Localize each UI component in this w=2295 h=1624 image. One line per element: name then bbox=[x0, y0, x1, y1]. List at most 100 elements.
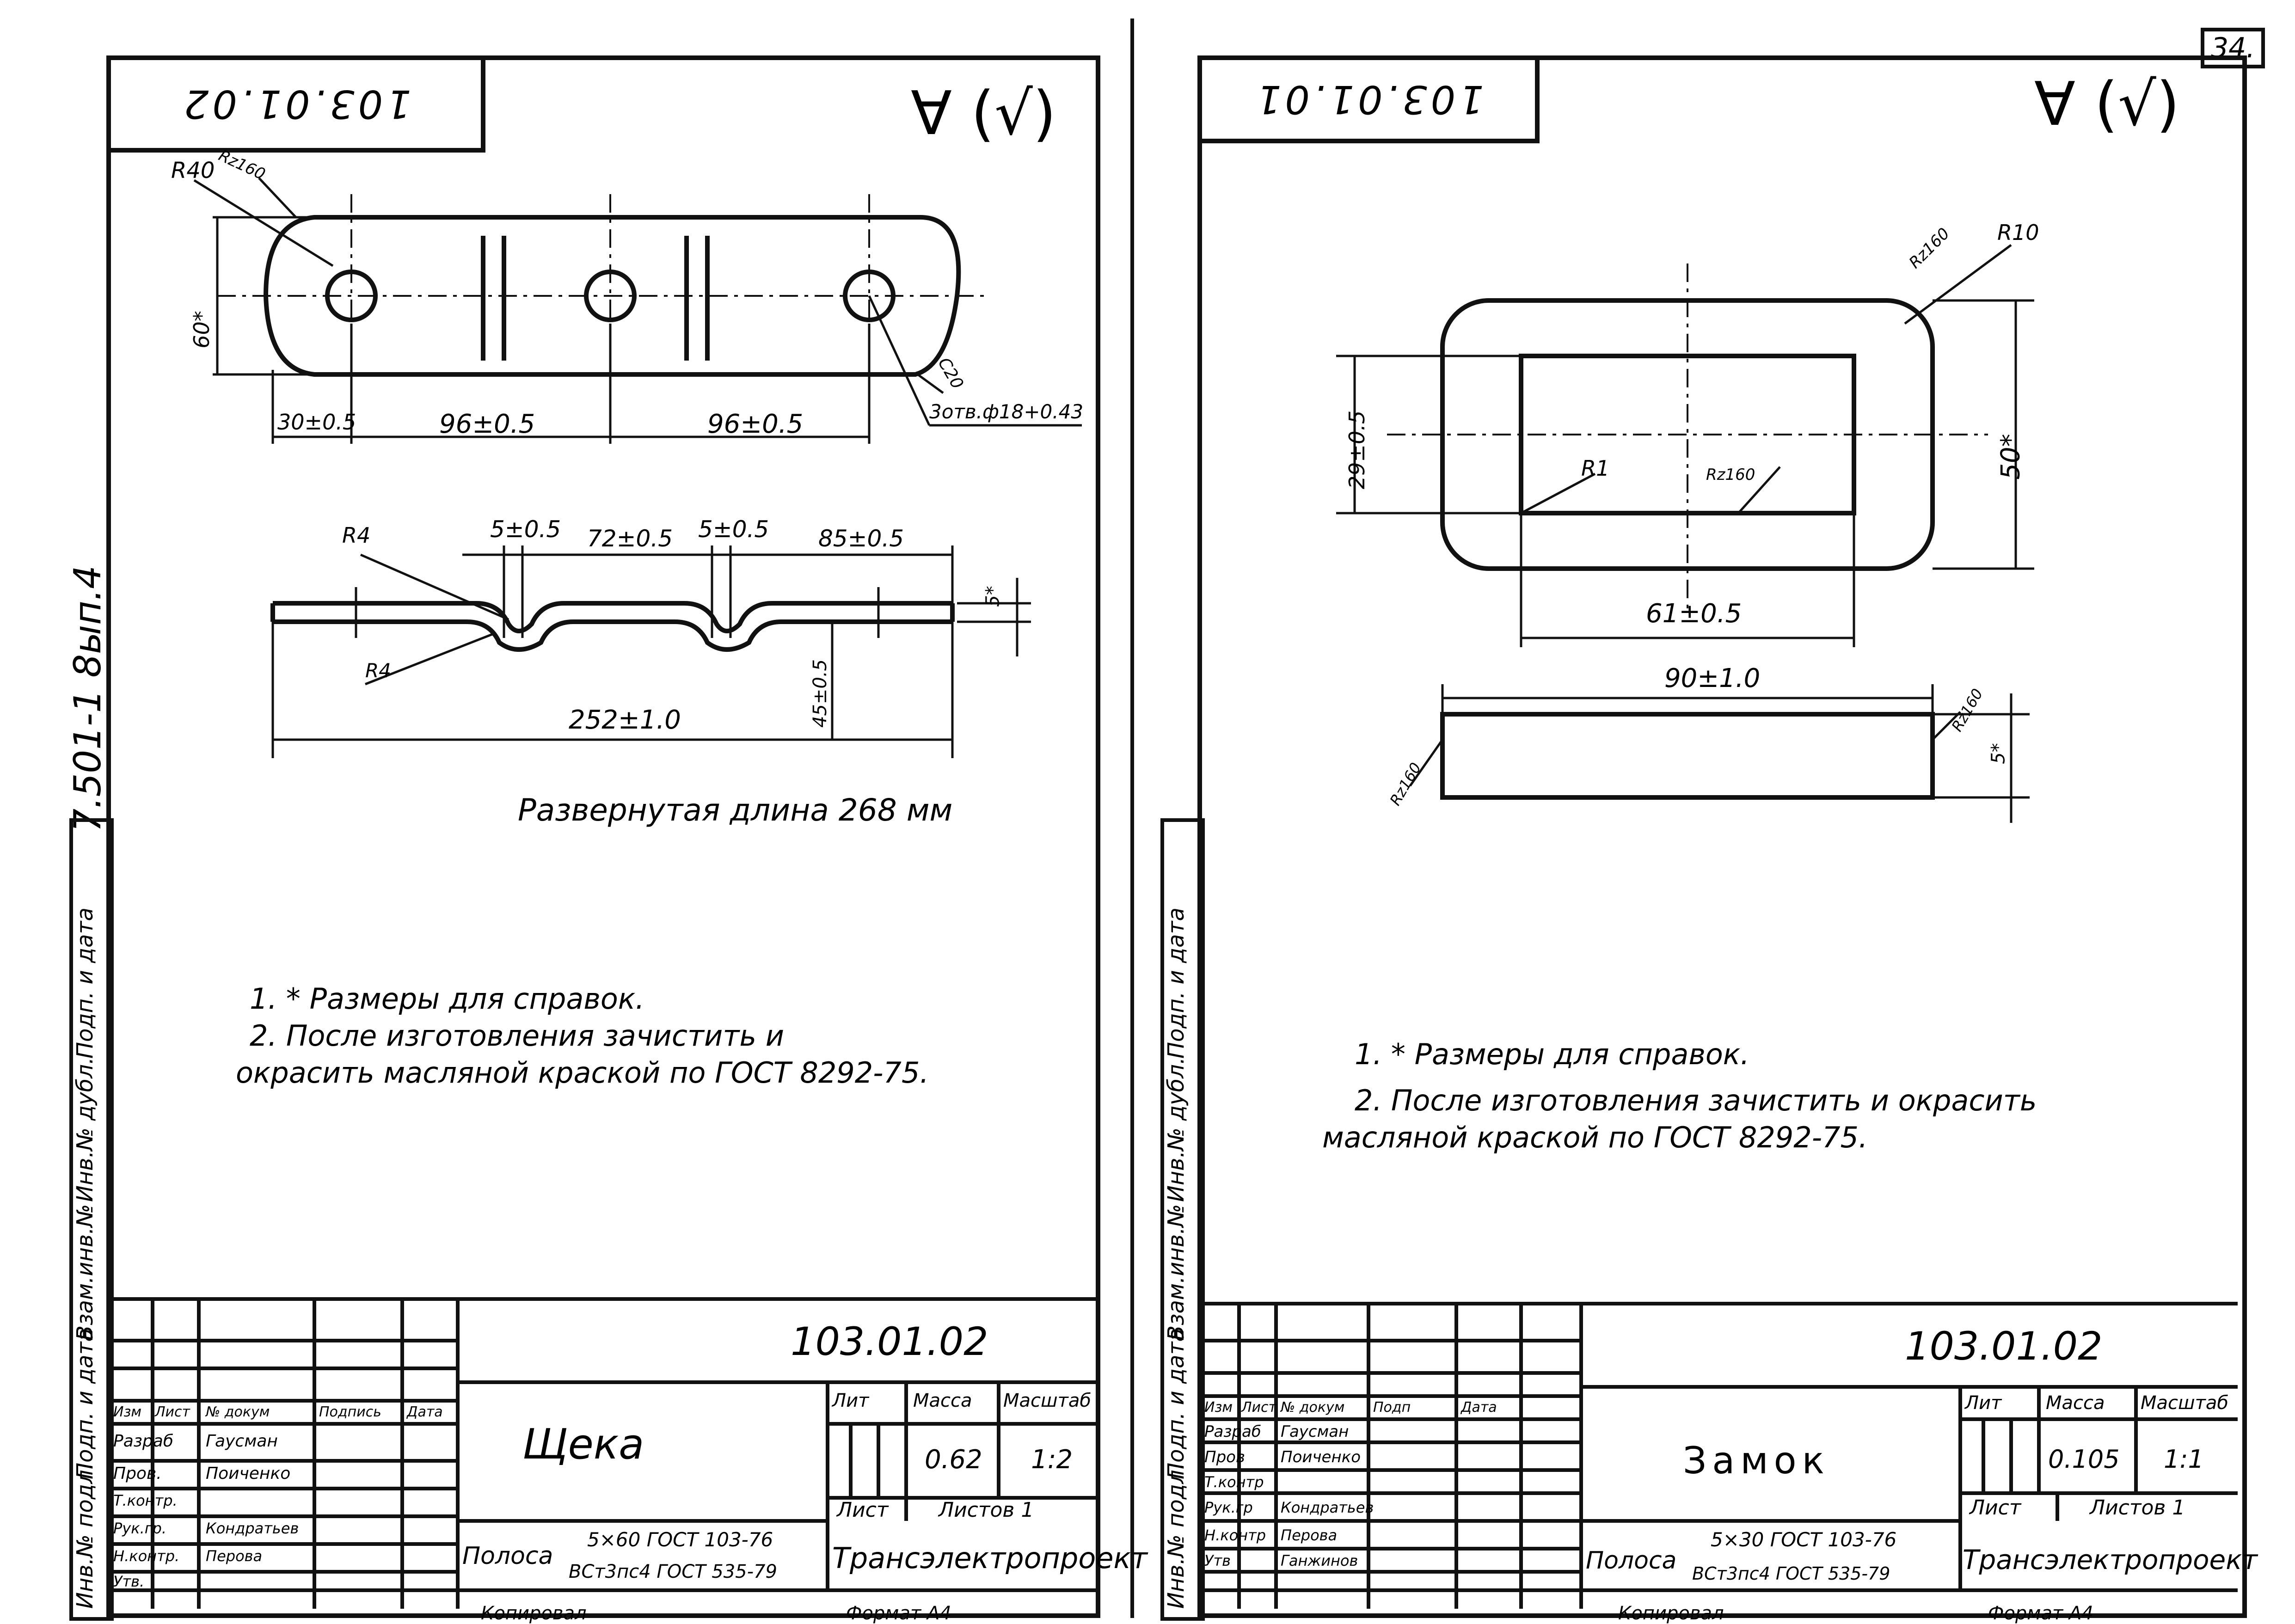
left-dim-96a: 96±0.5 bbox=[439, 409, 535, 439]
right-stamp-format: Формат А4 bbox=[1988, 1603, 2093, 1624]
side-cell-4: Подп. и дата bbox=[72, 1328, 98, 1479]
right-dim-61: 61±0.5 bbox=[1646, 599, 1742, 629]
left-code-flipped: 103.01.02 bbox=[180, 81, 411, 127]
side-cell-r5: Инв.№ подл. bbox=[1163, 1463, 1189, 1609]
left-dim-r4b: R4 bbox=[365, 659, 391, 682]
right-stamp-h-izm: Изм bbox=[1204, 1399, 1233, 1416]
right-dim-5: 5* bbox=[1988, 743, 2009, 764]
side-label: 7.501-1 8ып.4 bbox=[66, 565, 109, 832]
right-stamp-row-1-name: Гаусман bbox=[1281, 1422, 1349, 1441]
left-dim-r4a: R4 bbox=[342, 523, 371, 548]
left-dim-30: 30±0.5 bbox=[277, 410, 356, 435]
right-roughness: ∀ (√) bbox=[2034, 69, 2180, 139]
left-stamp-row-2-role: Пров. bbox=[113, 1464, 162, 1483]
left-stamp-mass: 0.62 bbox=[925, 1445, 982, 1475]
left-stamp-copied: Копировал bbox=[481, 1603, 587, 1624]
left-stamp-sheet: Лист bbox=[837, 1498, 889, 1522]
right-stamp-copied: Копировал bbox=[1618, 1603, 1724, 1624]
right-stamp-row-1-role: Разраб bbox=[1204, 1422, 1261, 1441]
left-stamp-row-5-name: Перова bbox=[206, 1547, 263, 1565]
side-cell-r4: Подп. и дата bbox=[1163, 1328, 1189, 1479]
left-stamp-designation: 103.01.02 bbox=[791, 1319, 988, 1364]
right-dim-50: 50* bbox=[1995, 434, 2026, 480]
right-stamp-scale-header: Масштаб bbox=[2141, 1392, 2229, 1414]
left-stamp-material-label: Полоса bbox=[462, 1542, 553, 1570]
left-stamp-material-top: 5×60 ГОСТ 103-76 bbox=[587, 1528, 773, 1551]
right-dim-rz160b: Rz160 bbox=[1706, 466, 1755, 484]
right-stamp-row-6-role: Утв bbox=[1204, 1552, 1231, 1569]
right-stamp-company: Трансэлектропроект bbox=[1963, 1544, 2258, 1575]
right-note-3: масляной краской по ГОСТ 8292-75. bbox=[1322, 1121, 1868, 1154]
side-cell-r3: Взам.инв.№ bbox=[1163, 1204, 1189, 1341]
right-stamp-row-4-name: Кондратьев bbox=[1281, 1499, 1374, 1516]
left-dim-5b: 5±0.5 bbox=[698, 516, 769, 543]
right-stamp-name: Замок bbox=[1683, 1439, 1830, 1482]
right-dim-29: 29±0.5 bbox=[1344, 410, 1370, 490]
left-stamp-h-sign: Подпись bbox=[319, 1404, 381, 1420]
left-stamp-h-date: Дата bbox=[407, 1404, 443, 1420]
side-cell-r1: Подп. и дата bbox=[1163, 907, 1189, 1059]
center-divider bbox=[1130, 18, 1134, 1618]
left-stamp-h-doc: № докум bbox=[206, 1404, 270, 1420]
left-stamp-mass-header: Масса bbox=[913, 1390, 972, 1411]
left-dim-r40: R40 bbox=[171, 158, 215, 184]
left-dim-252: 252±1.0 bbox=[569, 705, 681, 735]
right-dim-r1: R1 bbox=[1581, 456, 1610, 481]
right-stamp-row-6-name: Ганжинов bbox=[1281, 1552, 1358, 1569]
left-sheet bbox=[106, 55, 1100, 1618]
right-stamp-material-label: Полоса bbox=[1586, 1547, 1677, 1575]
left-stamp-material-bottom: ВСт3пс4 ГОСТ 535-79 bbox=[569, 1561, 777, 1582]
right-stamp-mass: 0.105 bbox=[2048, 1445, 2120, 1474]
right-stamp-sheets: Листов 1 bbox=[2090, 1496, 2185, 1520]
right-dim-90: 90±1.0 bbox=[1664, 663, 1761, 693]
right-note-2: 2. После изготовления зачистить и окраси… bbox=[1355, 1084, 2037, 1117]
side-cell-5: Инв.№ подл. bbox=[72, 1463, 98, 1609]
left-stamp-row-4-role: Рук.гр. bbox=[113, 1520, 167, 1537]
left-stamp-name: Щека bbox=[522, 1420, 644, 1469]
left-dim-hole: 3отв.ф18+0.43 bbox=[929, 400, 1084, 423]
right-stamp-material-bottom: ВСт3пс4 ГОСТ 535-79 bbox=[1692, 1563, 1890, 1584]
left-dim-85: 85±0.5 bbox=[818, 525, 904, 552]
left-note-1: 1. * Размеры для справок. bbox=[250, 982, 644, 1016]
side-cell-3: Взам.инв.№ bbox=[72, 1204, 98, 1341]
left-unfolded-length: Развернутая длина 268 мм bbox=[518, 792, 953, 828]
left-stamp-h-list: Лист bbox=[155, 1404, 190, 1420]
left-stamp-row-5-role: Н.контр. bbox=[113, 1547, 180, 1565]
right-stamp-material-top: 5×30 ГОСТ 103-76 bbox=[1711, 1528, 1897, 1551]
left-code-box: 103.01.02 bbox=[111, 60, 485, 153]
right-stamp-row-4-role: Рук.гр bbox=[1204, 1499, 1253, 1516]
right-stamp-scale: 1:1 bbox=[2164, 1445, 2204, 1474]
left-dim-72: 72±0.5 bbox=[587, 525, 673, 552]
right-stamp-row-5-role: Н.контр bbox=[1204, 1526, 1266, 1544]
left-stamp-row-6-role: Утв. bbox=[113, 1573, 145, 1590]
left-note-2: 2. После изготовления зачистить и bbox=[250, 1019, 784, 1053]
right-stamp-row-3-role: Т.контр bbox=[1204, 1473, 1264, 1491]
left-dim-96b: 96±0.5 bbox=[707, 409, 804, 439]
left-stamp-row-3-role: Т.контр. bbox=[113, 1492, 178, 1509]
right-stamp-h-sign: Подп bbox=[1373, 1399, 1411, 1416]
left-stamp-row-4-name: Кондратьев bbox=[206, 1520, 299, 1537]
right-stamp-row-2-role: Пров bbox=[1204, 1448, 1245, 1466]
left-note-3: окрасить масляной краской по ГОСТ 8292-7… bbox=[236, 1056, 929, 1090]
right-dim-r10: R10 bbox=[1997, 220, 2039, 245]
left-dim-5v: 5* bbox=[982, 586, 1004, 607]
right-code-flipped: 103.01.01 bbox=[1253, 77, 1484, 122]
right-stamp-row-5-name: Перова bbox=[1281, 1526, 1338, 1544]
right-sheet bbox=[1197, 55, 2247, 1618]
left-roughness: ∀ (√) bbox=[911, 78, 1056, 148]
left-dim-60: 60* bbox=[189, 311, 214, 349]
right-stamp-mass-header: Масса bbox=[2046, 1392, 2105, 1414]
side-cell-1: Подп. и дата bbox=[72, 907, 98, 1059]
left-stamp-scale-header: Масштаб bbox=[1003, 1390, 1092, 1411]
left-stamp-lit-header: Лит bbox=[832, 1390, 869, 1411]
side-strip-left bbox=[69, 818, 114, 1621]
right-stamp-h-date: Дата bbox=[1461, 1399, 1497, 1416]
side-cell-r2: Инв.№ дубл. bbox=[1163, 1057, 1189, 1202]
right-stamp-h-doc: № докум bbox=[1281, 1399, 1345, 1416]
right-stamp-lit-header: Лит bbox=[1965, 1392, 2002, 1414]
left-dim-5a: 5±0.5 bbox=[490, 516, 561, 543]
right-code-box: 103.01.01 bbox=[1202, 60, 1540, 143]
left-stamp-row-1-role: Разраб bbox=[113, 1432, 174, 1451]
left-stamp-sheets: Листов 1 bbox=[939, 1498, 1034, 1522]
side-strip-right bbox=[1160, 818, 1205, 1621]
